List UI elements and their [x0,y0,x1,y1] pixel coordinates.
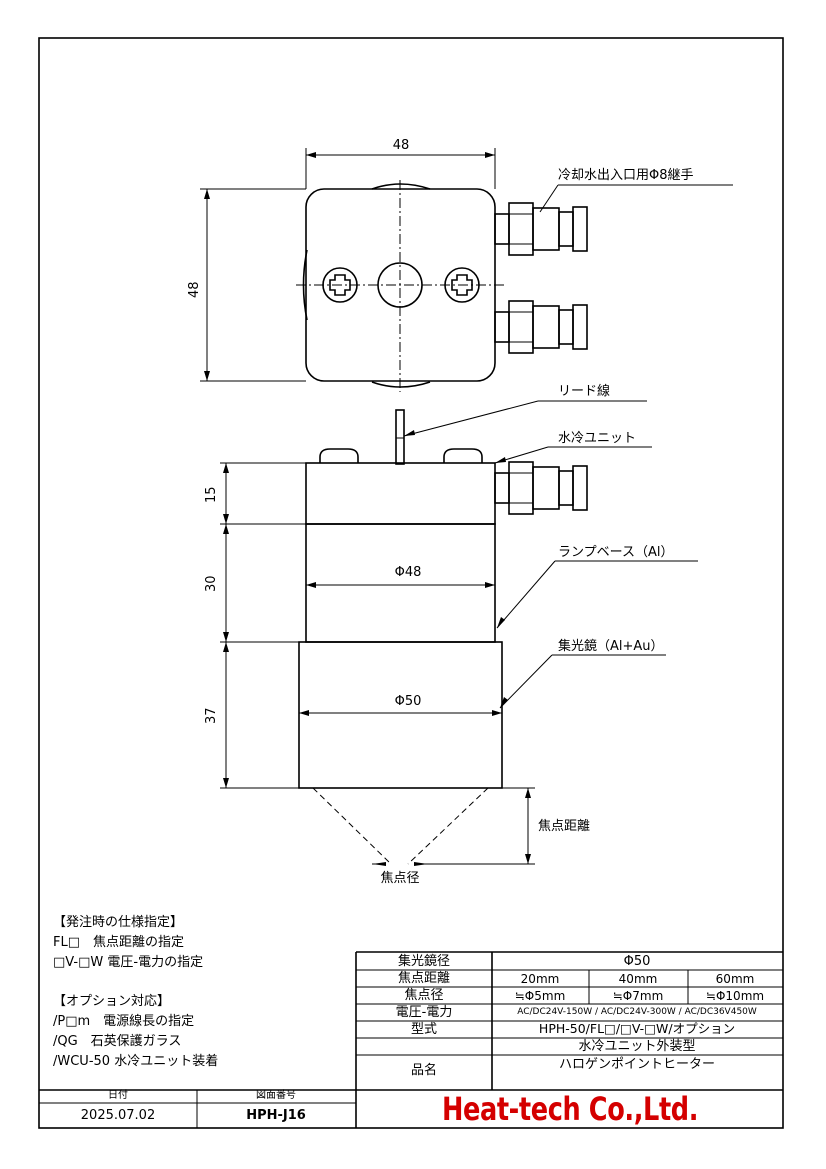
spec-item: FL□ 焦点距離の指定 [53,935,185,950]
focal-dist-cell: 40mm [618,972,658,986]
fitting-lower-icon [494,300,588,354]
company-logo: Heat-tech Co.,Ltd. [441,1090,699,1128]
center-hole [377,262,423,308]
h-reflector-label: 37 [204,707,219,724]
cap-left [319,448,359,463]
lead-wire [395,409,405,465]
lamp-base-callout: ランプベース（Al） [558,545,674,560]
h-lamp-base-label: 30 [204,575,219,592]
side-view [220,400,698,866]
model-row-label: 型式 [410,1022,438,1037]
cooling-unit-body [305,462,496,525]
focal-dia-cell: ≒Φ7mm [612,989,664,1003]
screw-right-icon [444,267,480,303]
voltage-row-label: 電圧-電力 [395,1005,453,1020]
focal-dia-cell: ≒Φ10mm [705,989,765,1003]
product-name-line2: ハロゲンポイントヒーター [558,1057,716,1072]
fitting-callout: 冷却水出入口用Φ8継手 [558,168,694,183]
reflector-dia-row-label: 集光鏡径 [397,954,451,969]
lamp-base-body [305,523,496,643]
top-height-label: 48 [187,281,202,298]
focal-dist-row-label: 焦点距離 [397,971,451,986]
focal-diameter-label: 焦点径 [380,871,420,886]
screw-left-icon [322,267,358,303]
drawing-no-header: 図面番号 [256,1090,296,1101]
option-item: /WCU-50 水冷ユニット装着 [53,1054,219,1069]
product-name-line1: 水冷ユニット外装型 [578,1039,696,1054]
spec-heading: 【発注時の仕様指定】 [53,915,184,930]
reflector-dia-label: Φ50 [394,694,422,709]
top-width-label: 48 [392,138,410,153]
lead-wire-callout: リード線 [558,384,611,399]
focal-dist-cell: 60mm [715,972,755,986]
spec-item: □V-□W 電圧-電力の指定 [53,955,204,970]
bottom-rim-arc [371,381,431,388]
reflector-body [298,641,503,789]
option-item: /P□m 電源線長の指定 [53,1014,195,1029]
top-view [200,148,733,392]
focal-dia-row-label: 焦点径 [404,988,444,1003]
reflector-callout: 集光鏡（Al+Au） [558,639,664,654]
lamp-base-dia-label: Φ48 [394,565,422,580]
product-row-label: 品名 [410,1063,438,1078]
option-item: /QG 石英保護ガラス [53,1034,182,1049]
sheet-border [38,37,784,1129]
focal-distance-label: 焦点距離 [538,819,591,834]
date-value: 2025.07.02 [80,1108,156,1123]
focal-dist-cell: 20mm [520,972,560,986]
focal-dia-cell: ≒Φ5mm [514,989,566,1003]
date-header: 日付 [108,1090,128,1101]
cap-right [443,448,483,463]
cooling-unit-callout: 水冷ユニット [558,431,637,446]
h-cooling-label: 15 [204,486,219,503]
fitting-upper-icon [494,202,588,256]
model-row-value: HPH-50/FL□/□V-□W/オプション [538,1021,736,1036]
option-heading: 【オプション対応】 [53,994,171,1009]
table-grid [39,951,783,1128]
reflector-dia-row-value: Φ50 [623,954,651,969]
voltage-row-value: AC/DC24V-150W / AC/DC24V-300W / AC/DC36V… [517,1007,757,1017]
drawing-no-value: HPH-J16 [246,1108,306,1123]
